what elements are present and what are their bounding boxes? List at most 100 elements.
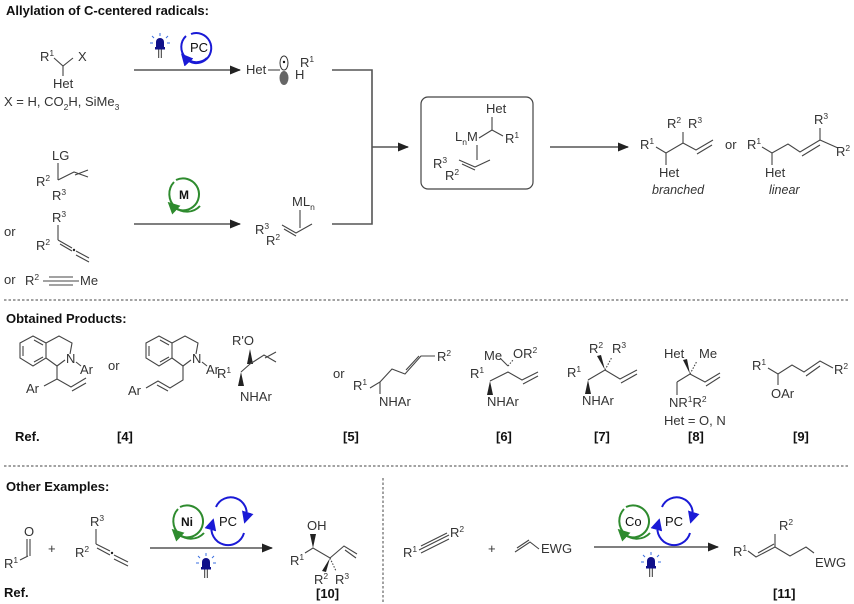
svg-text:NR1R2: NR1R2 bbox=[669, 394, 707, 410]
svg-text:R1: R1 bbox=[470, 365, 484, 381]
svg-text:LnM: LnM bbox=[455, 129, 478, 147]
svg-text:H: H bbox=[295, 67, 304, 82]
svg-text:NHAr: NHAr bbox=[379, 394, 411, 409]
svg-text:R2: R2 bbox=[437, 348, 451, 364]
svg-text:Ar: Ar bbox=[26, 381, 40, 396]
svg-text:R2: R2 bbox=[75, 544, 89, 560]
blue-led-icon bbox=[195, 552, 217, 579]
svg-text:R2: R2 bbox=[266, 232, 280, 248]
svg-text:R1: R1 bbox=[505, 130, 519, 146]
svg-text:MLn: MLn bbox=[292, 194, 315, 212]
ref-9: [9] bbox=[793, 429, 809, 444]
svg-text:R3: R3 bbox=[255, 221, 269, 237]
svg-text:O: O bbox=[24, 524, 34, 539]
svg-text:R'O: R'O bbox=[232, 333, 254, 348]
svg-text:R1: R1 bbox=[217, 365, 231, 381]
svg-text:Me: Me bbox=[699, 346, 717, 361]
convergence-bracket bbox=[332, 69, 373, 225]
product-amino-ether: R'O R1 NHAr bbox=[217, 333, 277, 404]
ref-7: [7] bbox=[594, 429, 610, 444]
svg-text:Co: Co bbox=[625, 514, 642, 529]
ref-5: [5] bbox=[343, 429, 359, 444]
svg-text:NHAr: NHAr bbox=[487, 394, 519, 409]
allene: R3 R2 bbox=[75, 513, 129, 567]
ref-8: [8] bbox=[688, 429, 704, 444]
svg-text:Me: Me bbox=[80, 273, 98, 288]
svg-text:R2: R2 bbox=[836, 143, 850, 159]
svg-text:R3: R3 bbox=[814, 111, 828, 127]
svg-text:R3: R3 bbox=[52, 209, 66, 225]
svg-text:R2: R2 bbox=[450, 524, 464, 540]
svg-text:NHAr: NHAr bbox=[582, 393, 614, 408]
or-separator: or bbox=[108, 358, 120, 373]
svg-text:R2: R2 bbox=[445, 167, 459, 183]
svg-text:Het: Het bbox=[659, 165, 680, 180]
svg-text:Ar: Ar bbox=[206, 362, 220, 377]
section-title-allylation: Allylation of C-centered radicals: bbox=[6, 3, 209, 18]
ref-label: Ref. bbox=[4, 585, 29, 600]
product-linear: R1 R3 R2 Het linear bbox=[747, 111, 850, 197]
svg-text:R1: R1 bbox=[752, 357, 766, 373]
metal-catalyst-cycle-icon: M bbox=[167, 177, 201, 215]
section-title-obtained: Obtained Products: bbox=[6, 311, 127, 326]
svg-text:R3: R3 bbox=[335, 571, 349, 587]
svg-text:or: or bbox=[4, 224, 16, 239]
svg-text:PC: PC bbox=[665, 514, 683, 529]
carbon-radical: Het R1 H bbox=[246, 54, 314, 85]
svg-text:R3: R3 bbox=[52, 187, 66, 203]
svg-text:R2: R2 bbox=[314, 571, 328, 587]
svg-text:R2: R2 bbox=[589, 340, 603, 356]
svg-text:Het: Het bbox=[664, 346, 685, 361]
svg-text:R1: R1 bbox=[567, 364, 581, 380]
svg-text:R1: R1 bbox=[403, 544, 417, 560]
product-tetrahydroisoquinoline-branched: N Ar Ar bbox=[19, 335, 94, 396]
substrate-radical-precursor: R1 X Het X = H, CO2H, SiMe3 bbox=[4, 48, 120, 112]
svg-text:NHAr: NHAr bbox=[240, 389, 272, 404]
svg-text:Het: Het bbox=[246, 62, 267, 77]
svg-text:R1: R1 bbox=[733, 543, 747, 559]
svg-text:Ni: Ni bbox=[181, 515, 193, 529]
plus-sign: + bbox=[488, 541, 496, 556]
svg-text:R1: R1 bbox=[747, 136, 761, 152]
svg-text:EWG: EWG bbox=[541, 541, 572, 556]
svg-text:Ar: Ar bbox=[128, 383, 142, 398]
aldehyde: O R1 bbox=[4, 524, 34, 571]
svg-text:R2: R2 bbox=[779, 517, 793, 533]
svg-text:N: N bbox=[66, 351, 75, 366]
svg-text:R2: R2 bbox=[834, 361, 848, 377]
nickel-catalyst-cycle-icon: Ni bbox=[171, 504, 205, 542]
svg-text:or: or bbox=[4, 272, 16, 287]
svg-text:R1: R1 bbox=[290, 552, 304, 568]
svg-text:R1: R1 bbox=[4, 555, 18, 571]
svg-text:R2: R2 bbox=[25, 272, 39, 288]
svg-text:X: X bbox=[78, 49, 87, 64]
svg-text:OR2: OR2 bbox=[513, 345, 538, 361]
svg-text:LG: LG bbox=[52, 148, 69, 163]
svg-text:R3: R3 bbox=[688, 115, 702, 131]
key-intermediate: Het LnM R1 R3 R2 bbox=[420, 96, 534, 190]
svg-text:Het: Het bbox=[486, 101, 507, 116]
svg-text:R2: R2 bbox=[36, 237, 50, 253]
svg-text:R3: R3 bbox=[433, 155, 447, 171]
alkyne: R1 R2 bbox=[403, 524, 464, 560]
svg-text:EWG: EWG bbox=[815, 555, 846, 570]
branched-label: branched bbox=[652, 183, 705, 197]
or-separator: or bbox=[725, 137, 737, 152]
product-quaternary-ether: Me OR2 R1 NHAr bbox=[470, 345, 539, 409]
ref-4: [4] bbox=[117, 429, 133, 444]
ref-label: Ref. bbox=[15, 429, 40, 444]
product-homoallyl-amine: R1 NHAr R2 bbox=[353, 348, 451, 409]
section-title-other: Other Examples: bbox=[6, 479, 109, 494]
svg-text:Het = O, N: Het = O, N bbox=[664, 413, 726, 428]
photocatalyst-cycle-icon: PC bbox=[650, 496, 700, 547]
product-branched: R1 Het R2 R3 branched bbox=[640, 115, 714, 197]
product-quaternary-amine: R2 R3 R1 NHAr bbox=[567, 340, 638, 408]
svg-text:Het: Het bbox=[53, 76, 74, 91]
svg-text:R2: R2 bbox=[667, 115, 681, 131]
svg-text:R3: R3 bbox=[90, 513, 104, 529]
product-amino-quaternary: Het Me NR1R2 Het = O, N bbox=[664, 346, 726, 428]
product-hydroalkylation: R1 R2 EWG bbox=[733, 517, 846, 570]
allyl-precursors: LG R2 R3 or R3 R2 or R2 Me bbox=[4, 148, 98, 288]
svg-text:Me: Me bbox=[484, 348, 502, 363]
